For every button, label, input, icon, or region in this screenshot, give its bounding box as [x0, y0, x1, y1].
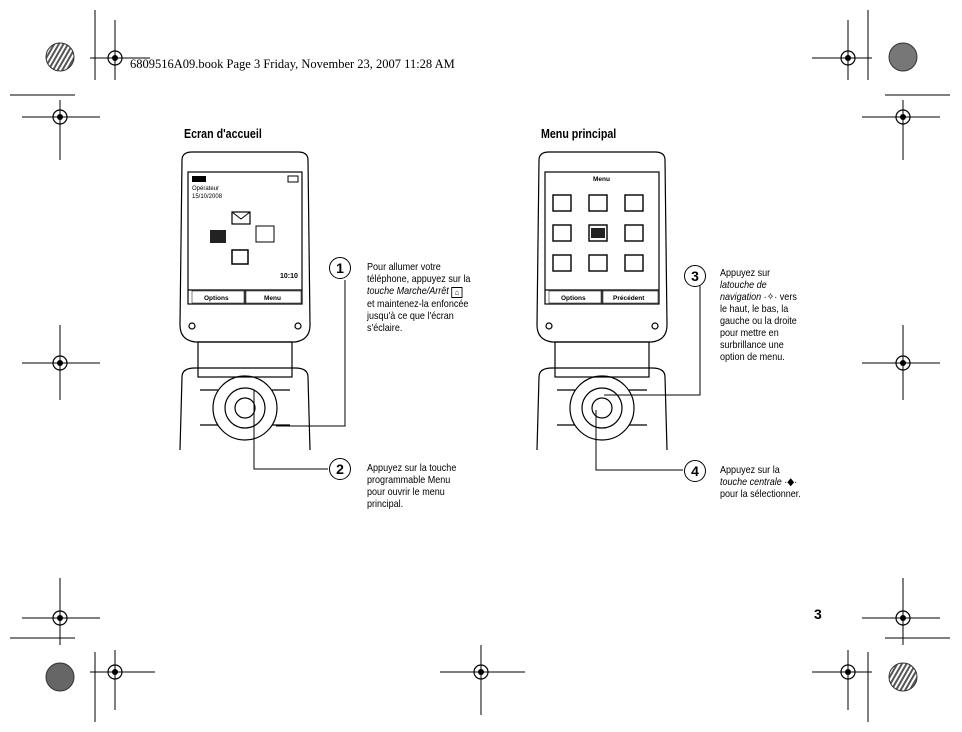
- step-3-text: Appuyez sur latouche de navigation ·✧· v…: [720, 267, 840, 363]
- step-1-text: Pour allumer votre téléphone, appuyez su…: [367, 261, 505, 334]
- step-4-badge: 4: [684, 460, 706, 482]
- step-2-badge: 2: [329, 458, 351, 480]
- page-number: 3: [814, 606, 822, 622]
- center-key-icon: ·◆·: [784, 476, 797, 488]
- step-2-text: Appuyez sur la touche programmable Menu …: [367, 462, 505, 510]
- step-4-text: Appuyez sur la touche centrale ·◆· pour …: [720, 464, 840, 500]
- nav-key-icon: ·✧·: [764, 291, 778, 303]
- step-1-badge: 1: [329, 257, 351, 279]
- power-key-icon: ⌂: [451, 287, 462, 298]
- step-3-badge: 3: [684, 265, 706, 287]
